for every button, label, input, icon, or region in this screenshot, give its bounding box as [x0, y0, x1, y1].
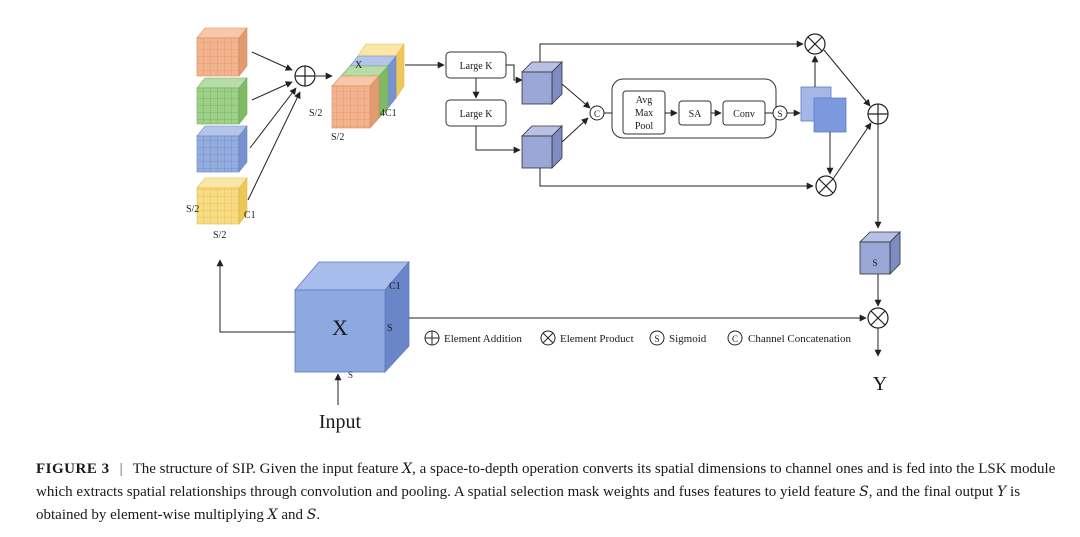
- input-label: Input: [319, 411, 362, 433]
- subfeature-cube-green: [196, 77, 248, 125]
- cube1-to-concat-arrow: [561, 83, 591, 109]
- s-feature-cube: [859, 231, 901, 275]
- small-cube-channel-label: C1: [244, 210, 256, 221]
- bottom-product-to-addition-arrow: [832, 122, 872, 180]
- caption-var-y: Y: [997, 484, 1007, 500]
- concat-symbol: C: [594, 109, 600, 119]
- avg-label: Avg: [636, 95, 652, 106]
- input-feature-cube: [294, 260, 410, 374]
- cube2-to-concat-arrow: [561, 117, 589, 143]
- input-cube-side-label: S: [387, 323, 393, 334]
- legend-concat-icon: [727, 330, 743, 346]
- caption-separator: |: [119, 461, 123, 477]
- input-cube-channels-label: C1: [389, 281, 401, 292]
- legend: Element Addition Element Product S Sigmo…: [424, 330, 851, 346]
- input-cube-label: X: [332, 315, 348, 340]
- branch-feature-cube-2: [521, 125, 563, 169]
- small-cube-bottom-label: S/2: [213, 230, 226, 241]
- stack-right-label: 4C1: [380, 108, 397, 119]
- large-k-label-2: Large K: [460, 109, 494, 120]
- legend-concat-label: Channel Concatenation: [748, 333, 851, 345]
- small-cube-side-label: S/2: [186, 204, 199, 215]
- legend-addition-icon: [424, 330, 440, 346]
- element-addition-op-1: [294, 65, 316, 87]
- merge-arrows: [247, 51, 301, 201]
- element-product-op-top: [804, 33, 826, 55]
- conv-label: Conv: [733, 109, 755, 120]
- caption-text-3: , and the final output: [868, 484, 994, 500]
- caption-var-s-2: S: [306, 507, 317, 523]
- figure-caption: FIGURE 3 | The structure of SIP. Given the…: [36, 458, 1056, 527]
- spatial-mask-2: [813, 97, 847, 133]
- caption-text-6: .: [316, 507, 321, 523]
- top-product-to-addition-arrow: [823, 49, 871, 107]
- element-product-op-final: [867, 307, 889, 329]
- stack-top-label: X: [355, 60, 363, 71]
- sigmoid-symbol: S: [777, 109, 782, 119]
- element-product-op-bottom: [815, 175, 837, 197]
- max-label: Max: [635, 108, 653, 119]
- largek1-to-cube-arrow: [506, 64, 523, 84]
- caption-var-s: S: [859, 484, 869, 500]
- legend-sigmoid-label: Sigmoid: [669, 333, 707, 345]
- legend-product-icon: [540, 330, 556, 346]
- subfeature-cube-orange: [196, 27, 248, 77]
- sip-diagram: S/2 C1 S/2 X S/2 4C1 S/2 Large K Larg: [186, 27, 901, 433]
- input-to-split-arrow: [216, 259, 295, 333]
- legend-product-label: Element Product: [560, 333, 634, 345]
- legend-concat-symbol: C: [732, 334, 738, 344]
- branch-feature-cube-1: [521, 61, 563, 105]
- pool-label: Pool: [635, 121, 654, 132]
- element-addition-op-2: [867, 103, 889, 125]
- subfeature-cube-yellow: [196, 177, 248, 225]
- sa-label: SA: [689, 109, 703, 120]
- stack-side-label: S/2: [309, 108, 322, 119]
- s-cube-label: S: [872, 258, 877, 268]
- large-k-label-1: Large K: [460, 61, 494, 72]
- legend-addition-label: Element Addition: [444, 333, 522, 345]
- legend-sigmoid-symbol: S: [654, 334, 659, 344]
- figure-number: FIGURE 3: [36, 461, 110, 477]
- caption-text-2: , a space-to-depth operation converts it…: [36, 461, 1056, 500]
- caption-var-x-2: X: [267, 507, 278, 523]
- caption-text-4: is obtained by element-wise multiplying: [36, 484, 1021, 523]
- stack-bottom-label: S/2: [331, 132, 344, 143]
- branch2-bypass-arrow: [539, 168, 814, 190]
- stacked-feature-cube: [331, 43, 405, 129]
- input-cube-bottom-label: S: [348, 370, 353, 380]
- legend-sigmoid-icon: [649, 330, 665, 346]
- largek2-to-cube-arrow: [475, 126, 521, 154]
- caption-text-5: and: [281, 507, 304, 523]
- branch1-bypass-arrow: [539, 40, 804, 62]
- caption-var-x: X: [402, 461, 413, 477]
- output-label: Y: [873, 373, 887, 395]
- subfeature-cube-blue: [196, 125, 248, 173]
- caption-text-1: The structure of SIP. Given the input fe…: [132, 461, 399, 477]
